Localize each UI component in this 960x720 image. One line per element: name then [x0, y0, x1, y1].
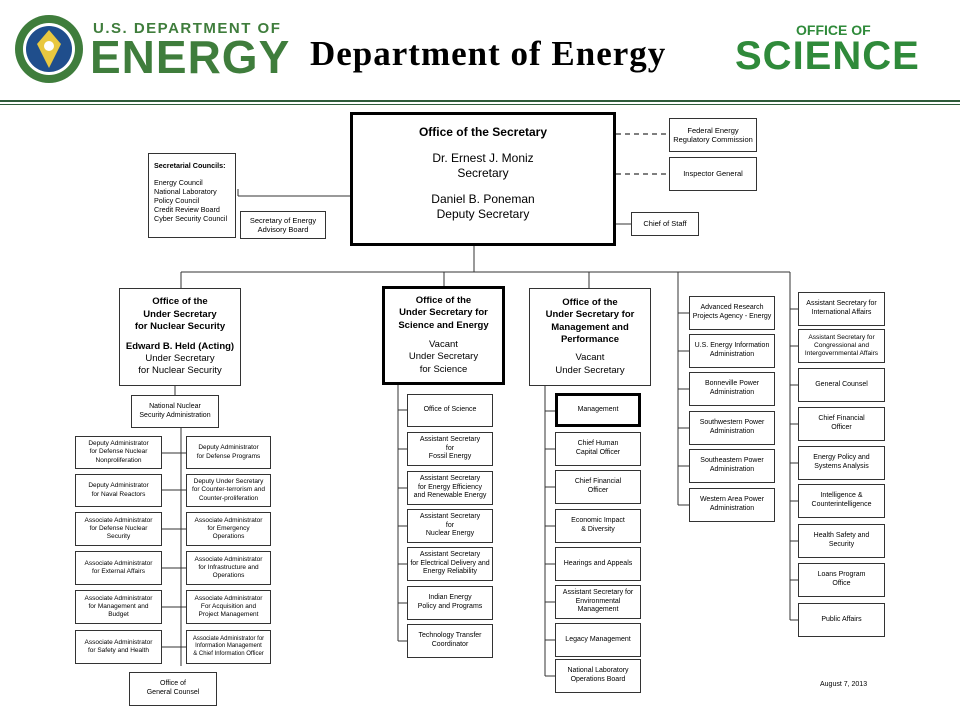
- nnsa-left-2: Associate Administrator for Defense Nucl…: [75, 512, 162, 546]
- column4-item-3: Southwestern Power Administration: [689, 411, 775, 445]
- nuclear-security-name: Edward B. Held (Acting): [125, 340, 235, 352]
- nnsa-left-3: Associate Administrator for External Aff…: [75, 551, 162, 585]
- nnsa-left-5: Associate Administrator for Safety and H…: [75, 630, 162, 664]
- nnsa-right-2: Associate Administrator for Emergency Op…: [186, 512, 271, 546]
- advisory-board: Secretary of Energy Advisory Board: [240, 211, 326, 239]
- management-item-6: Legacy Management: [555, 623, 641, 657]
- nnsa-general-counsel: Office of General Counsel: [129, 672, 217, 706]
- doe-line2: ENERGY: [90, 31, 291, 83]
- nnsa-right-1: Deputy Under Secretary for Counter-terro…: [186, 474, 271, 507]
- councils-heading: Secretarial Councils:: [154, 161, 226, 170]
- management-item-2: Chief Financial Officer: [555, 470, 641, 504]
- under-secretary-science-energy: Office of the Under Secretary for Scienc…: [382, 286, 505, 385]
- management-item-3: Economic Impact & Diversity: [555, 509, 641, 543]
- nnsa-right-5: Associate Administrator for Information …: [186, 630, 271, 664]
- header-rule-thin: [0, 104, 960, 105]
- science-energy-item-2: Assistant Secretary for Energy Efficienc…: [407, 471, 493, 505]
- chief-of-staff: Chief of Staff: [631, 212, 699, 236]
- councils-list: Energy Council National Laboratory Polic…: [154, 178, 228, 223]
- secretary-heading: Office of the Secretary: [418, 125, 548, 139]
- column5-item-0: Assistant Secretary for International Af…: [798, 292, 885, 326]
- science-energy-item-6: Technology Transfer Coordinator: [407, 624, 493, 658]
- science-energy-heading: Office of the Under Secretary for Scienc…: [398, 294, 489, 331]
- doe-line1: U.S. DEPARTMENT OF: [93, 20, 282, 37]
- nnsa-right-0: Deputy Administrator for Defense Program…: [186, 436, 271, 469]
- under-secretary-nuclear-security: Office of the Under Secretary for Nuclea…: [119, 288, 241, 386]
- science-line1: OFFICE OF: [796, 22, 871, 38]
- management-item-0: Management: [555, 393, 641, 427]
- nnsa-right-3: Associate Administrator for Infrastructu…: [186, 551, 271, 585]
- under-secretary-management: Office of the Under Secretary for Manage…: [529, 288, 651, 386]
- inspector-general: Inspector General: [669, 157, 757, 191]
- page-title: Department of Energy: [310, 34, 667, 73]
- nnsa-right-4: Associate Administrator For Acquisition …: [186, 590, 271, 624]
- column4-item-0: Advanced Research Projects Agency - Ener…: [689, 296, 775, 330]
- column5-item-6: Health Safety and Security: [798, 524, 885, 558]
- science-energy-item-1: Assistant Secretary for Fossil Energy: [407, 432, 493, 466]
- management-heading: Office of the Under Secretary for Manage…: [545, 296, 635, 345]
- column4-item-4: Southeastern Power Administration: [689, 449, 775, 483]
- nnsa: National Nuclear Security Administration: [131, 395, 219, 428]
- chart-date: August 7, 2013: [820, 681, 868, 688]
- management-item-1: Chief Human Capital Officer: [555, 432, 641, 466]
- column5-item-1: Assistant Secretary for Congressional an…: [798, 329, 885, 363]
- deputy-secretary-title: Deputy Secretary: [436, 207, 530, 222]
- column5-item-7: Loans Program Office: [798, 563, 885, 597]
- column5-item-4: Energy Policy and Systems Analysis: [798, 446, 885, 480]
- secretary-title: Secretary: [457, 166, 509, 181]
- science-energy-item-0: Office of Science: [407, 394, 493, 427]
- column5-item-2: General Counsel: [798, 368, 885, 402]
- column4-item-5: Western Area Power Administration: [689, 488, 775, 522]
- science-energy-item-4: Assistant Secretary for Electrical Deliv…: [407, 547, 493, 581]
- science-line2: SCIENCE: [735, 34, 920, 78]
- nnsa-left-4: Associate Administrator for Management a…: [75, 590, 162, 624]
- deputy-secretary-name: Daniel B. Poneman: [431, 191, 535, 206]
- nuclear-security-title: Under Secretary for Nuclear Security: [138, 352, 222, 377]
- column5-item-8: Public Affairs: [798, 603, 885, 637]
- management-item-5: Assistant Secretary for Environmental Ma…: [555, 585, 641, 619]
- column4-item-2: Bonneville Power Administration: [689, 372, 775, 406]
- management-item-7: National Laboratory Operations Board: [555, 659, 641, 693]
- office-of-the-secretary: Office of the Secretary Dr. Ernest J. Mo…: [350, 112, 616, 246]
- nnsa-left-0: Deputy Administrator for Defense Nuclear…: [75, 436, 162, 469]
- doe-seal-icon: [15, 15, 83, 83]
- nuclear-security-heading: Office of the Under Secretary for Nuclea…: [134, 296, 226, 333]
- ferc: Federal Energy Regulatory Commission: [669, 118, 757, 152]
- management-status: Vacant Under Secretary: [555, 352, 625, 376]
- science-energy-status: Vacant Under Secretary for Science: [408, 339, 479, 375]
- secretary-name: Dr. Ernest J. Moniz: [432, 150, 534, 165]
- secretarial-councils: Secretarial Councils: Energy Council Nat…: [148, 153, 236, 238]
- column5-item-5: Intelligence & Counterintelligence: [798, 484, 885, 518]
- column4-item-1: U.S. Energy Information Administration: [689, 334, 775, 368]
- management-item-4: Hearings and Appeals: [555, 547, 641, 581]
- nnsa-left-1: Deputy Administrator for Naval Reactors: [75, 474, 162, 507]
- science-energy-item-3: Assistant Secretary for Nuclear Energy: [407, 509, 493, 543]
- header-rule: [0, 100, 960, 102]
- science-energy-item-5: Indian Energy Policy and Programs: [407, 586, 493, 620]
- column5-item-3: Chief Financial Officer: [798, 407, 885, 441]
